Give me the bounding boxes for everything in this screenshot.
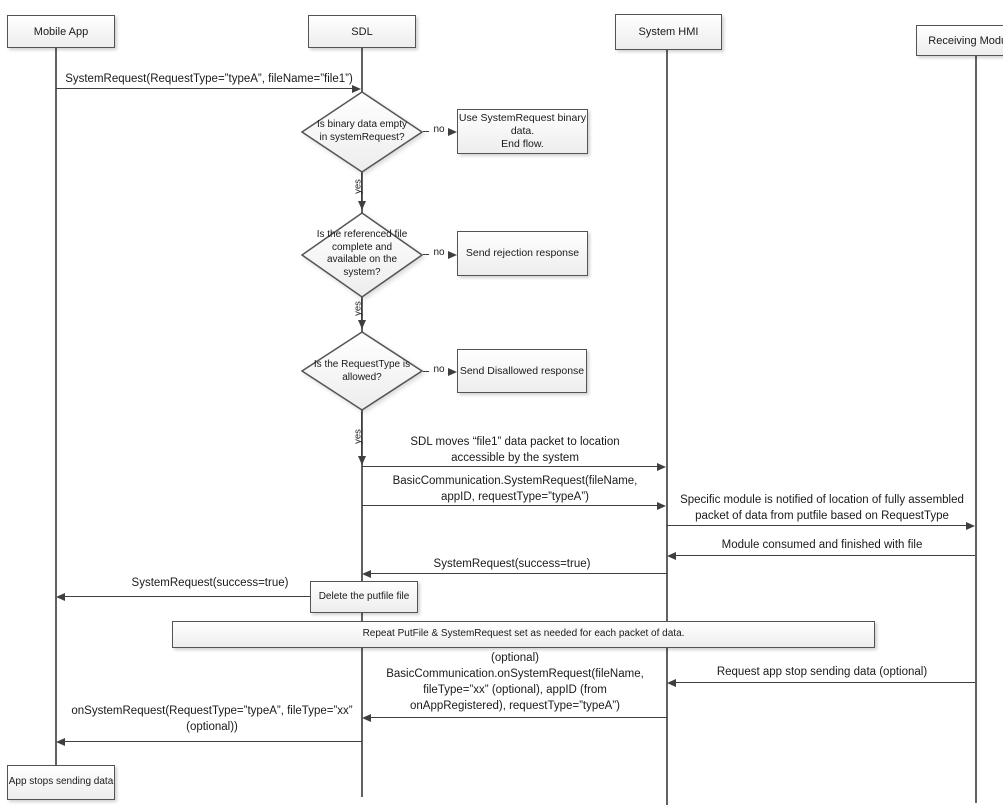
actor-label: Receiving Module [928, 34, 1003, 47]
message-label: Request app stop sending data (optional) [716, 666, 928, 678]
message-arrow [362, 505, 658, 507]
message-label: (optional) BasicCommunication.onSystemRe… [386, 652, 644, 712]
message-arrow [667, 525, 967, 527]
note-label: Repeat PutFile & SystemRequest set as ne… [362, 628, 685, 640]
arrowhead-right-icon [352, 84, 361, 93]
decision-file-complete [300, 212, 424, 298]
actor-label: Mobile App [33, 25, 89, 38]
yes-branch-label: yes [352, 179, 364, 194]
action-label: Use SystemRequest binary data. End flow. [458, 112, 587, 150]
arrowhead-right-icon [966, 521, 975, 530]
action-label: Send rejection response [465, 247, 580, 259]
arrowhead-down-icon [358, 456, 366, 465]
message-label: onSystemRequest(RequestType=”typeA”, fil… [71, 705, 353, 733]
note-delete-putfile: Delete the putfile file [310, 581, 418, 613]
actor-receiving-module: Receiving Module [916, 25, 1003, 56]
message-label: SystemRequest(RequestType=”typeA”, fileN… [65, 73, 353, 85]
arrowhead-left-icon [362, 713, 371, 722]
action-send-disallowed: Send Disallowed response [457, 349, 587, 393]
message-label: SystemRequest(success=true) [131, 577, 289, 589]
yes-branch-line [361, 412, 363, 457]
arrowhead-right-icon [448, 127, 457, 136]
arrowhead-down-icon [358, 320, 366, 329]
yes-branch-line [361, 173, 363, 201]
arrowhead-right-icon [657, 462, 666, 471]
message-label: BasicCommunication.SystemRequest(fileNam… [392, 475, 638, 503]
decision-requesttype-allowed [300, 331, 424, 411]
arrowhead-right-icon [448, 367, 457, 376]
action-label: Send Disallowed response [459, 364, 585, 377]
message-label: SDL moves “file1” data packet to locatio… [410, 436, 620, 464]
message-label: SystemRequest(success=true) [433, 558, 591, 570]
message-arrow [65, 596, 362, 598]
message-label: Specific module is notified of location … [680, 494, 964, 522]
yes-branch-label: yes [352, 301, 364, 316]
message-arrow [371, 717, 667, 719]
message-arrow [676, 682, 975, 684]
arrowhead-down-icon [358, 201, 366, 210]
message-arrow [371, 573, 667, 575]
lifeline-system-hmi [666, 49, 668, 805]
no-branch-label: no [429, 364, 449, 375]
note-repeat-putfile: Repeat PutFile & SystemRequest set as ne… [172, 621, 875, 648]
no-branch-label: no [429, 247, 449, 258]
yes-branch-label: yes [352, 429, 364, 444]
arrowhead-left-icon [362, 569, 371, 578]
actor-mobile-app: Mobile App [7, 15, 115, 48]
actor-label: System HMI [638, 26, 699, 38]
note-label: Delete the putfile file [318, 590, 410, 602]
note-app-stops: App stops sending data [7, 765, 115, 800]
actor-sdl: SDL [308, 15, 416, 48]
arrowhead-right-icon [448, 250, 457, 259]
arrowhead-left-icon [667, 551, 676, 560]
arrowhead-left-icon [56, 737, 65, 746]
message-label: Module consumed and finished with file [721, 539, 923, 551]
decision-question: Is the RequestType is allowed? [313, 359, 411, 383]
message-arrow [65, 741, 362, 743]
message-arrow [56, 88, 354, 90]
actor-label: SDL [351, 25, 373, 38]
action-send-rejection: Send rejection response [457, 231, 588, 276]
arrowhead-left-icon [667, 678, 676, 687]
lifeline-mobile-app [55, 48, 57, 765]
note-label: App stops sending data [8, 776, 114, 788]
message-arrow [676, 555, 975, 557]
decision-question: Is the referenced file complete and avai… [316, 229, 408, 278]
arrowhead-left-icon [56, 592, 65, 601]
decision-binary-data-empty [300, 91, 424, 173]
lifeline-receiving-module [975, 55, 977, 803]
yes-branch-line [361, 299, 363, 320]
message-arrow [362, 466, 658, 468]
action-use-binary-data: Use SystemRequest binary data. End flow. [457, 109, 588, 154]
no-branch-label: no [429, 124, 449, 135]
actor-system-hmi: System HMI [615, 14, 722, 50]
decision-question: Is binary data empty in systemRequest? [316, 119, 408, 143]
arrowhead-right-icon [657, 501, 666, 510]
